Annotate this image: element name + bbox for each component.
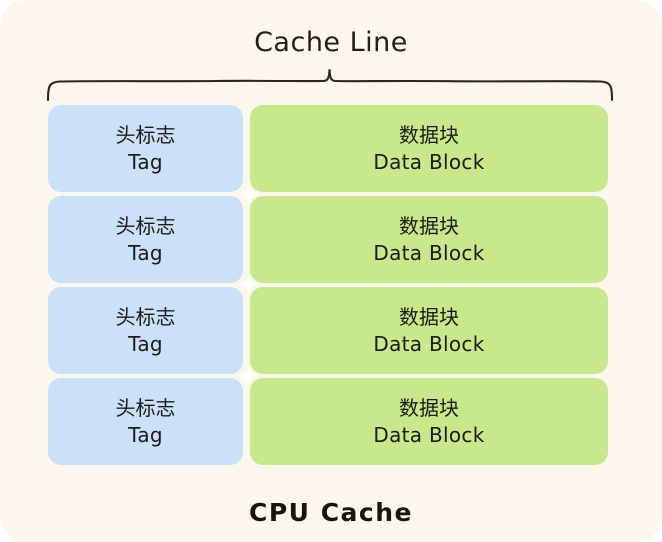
cache-line-tag-cell: 头标志 Tag: [48, 196, 243, 283]
cache-line-tag-cell: 头标志 Tag: [48, 378, 243, 465]
tag-label-cn: 头标志: [115, 304, 176, 329]
tag-label-cn: 头标志: [115, 122, 176, 147]
brace-icon: [46, 68, 614, 102]
tag-label-en: Tag: [128, 331, 163, 356]
cache-line-data-cell: 数据块 Data Block: [250, 287, 608, 374]
cpu-cache-footer-label: CPU Cache: [249, 498, 413, 527]
data-label-cn: 数据块: [399, 304, 459, 329]
cache-line-data-cell: 数据块 Data Block: [250, 196, 608, 283]
data-label-en: Data Block: [373, 240, 485, 265]
data-label-cn: 数据块: [399, 122, 459, 147]
tag-label-cn: 头标志: [115, 395, 176, 420]
data-label-cn: 数据块: [399, 213, 459, 238]
table-row: 头标志 Tag 数据块 Data Block: [48, 287, 608, 374]
table-row: 头标志 Tag 数据块 Data Block: [48, 105, 608, 192]
tag-label-en: Tag: [128, 422, 163, 447]
data-label-cn: 数据块: [399, 395, 459, 420]
cache-line-data-cell: 数据块 Data Block: [250, 105, 608, 192]
cache-line-data-cell: 数据块 Data Block: [250, 378, 608, 465]
table-row: 头标志 Tag 数据块 Data Block: [48, 378, 608, 465]
cache-line-brace: [40, 66, 620, 106]
cache-line-title: Cache Line: [254, 27, 408, 58]
table-row: 头标志 Tag 数据块 Data Block: [48, 196, 608, 283]
tag-label-cn: 头标志: [115, 213, 176, 238]
cache-line-tag-cell: 头标志 Tag: [48, 287, 243, 374]
tag-label-en: Tag: [128, 240, 163, 265]
cache-line-tag-cell: 头标志 Tag: [48, 105, 243, 192]
data-label-en: Data Block: [373, 149, 485, 174]
data-label-en: Data Block: [373, 422, 485, 447]
data-label-en: Data Block: [373, 331, 485, 356]
tag-label-en: Tag: [128, 149, 163, 174]
